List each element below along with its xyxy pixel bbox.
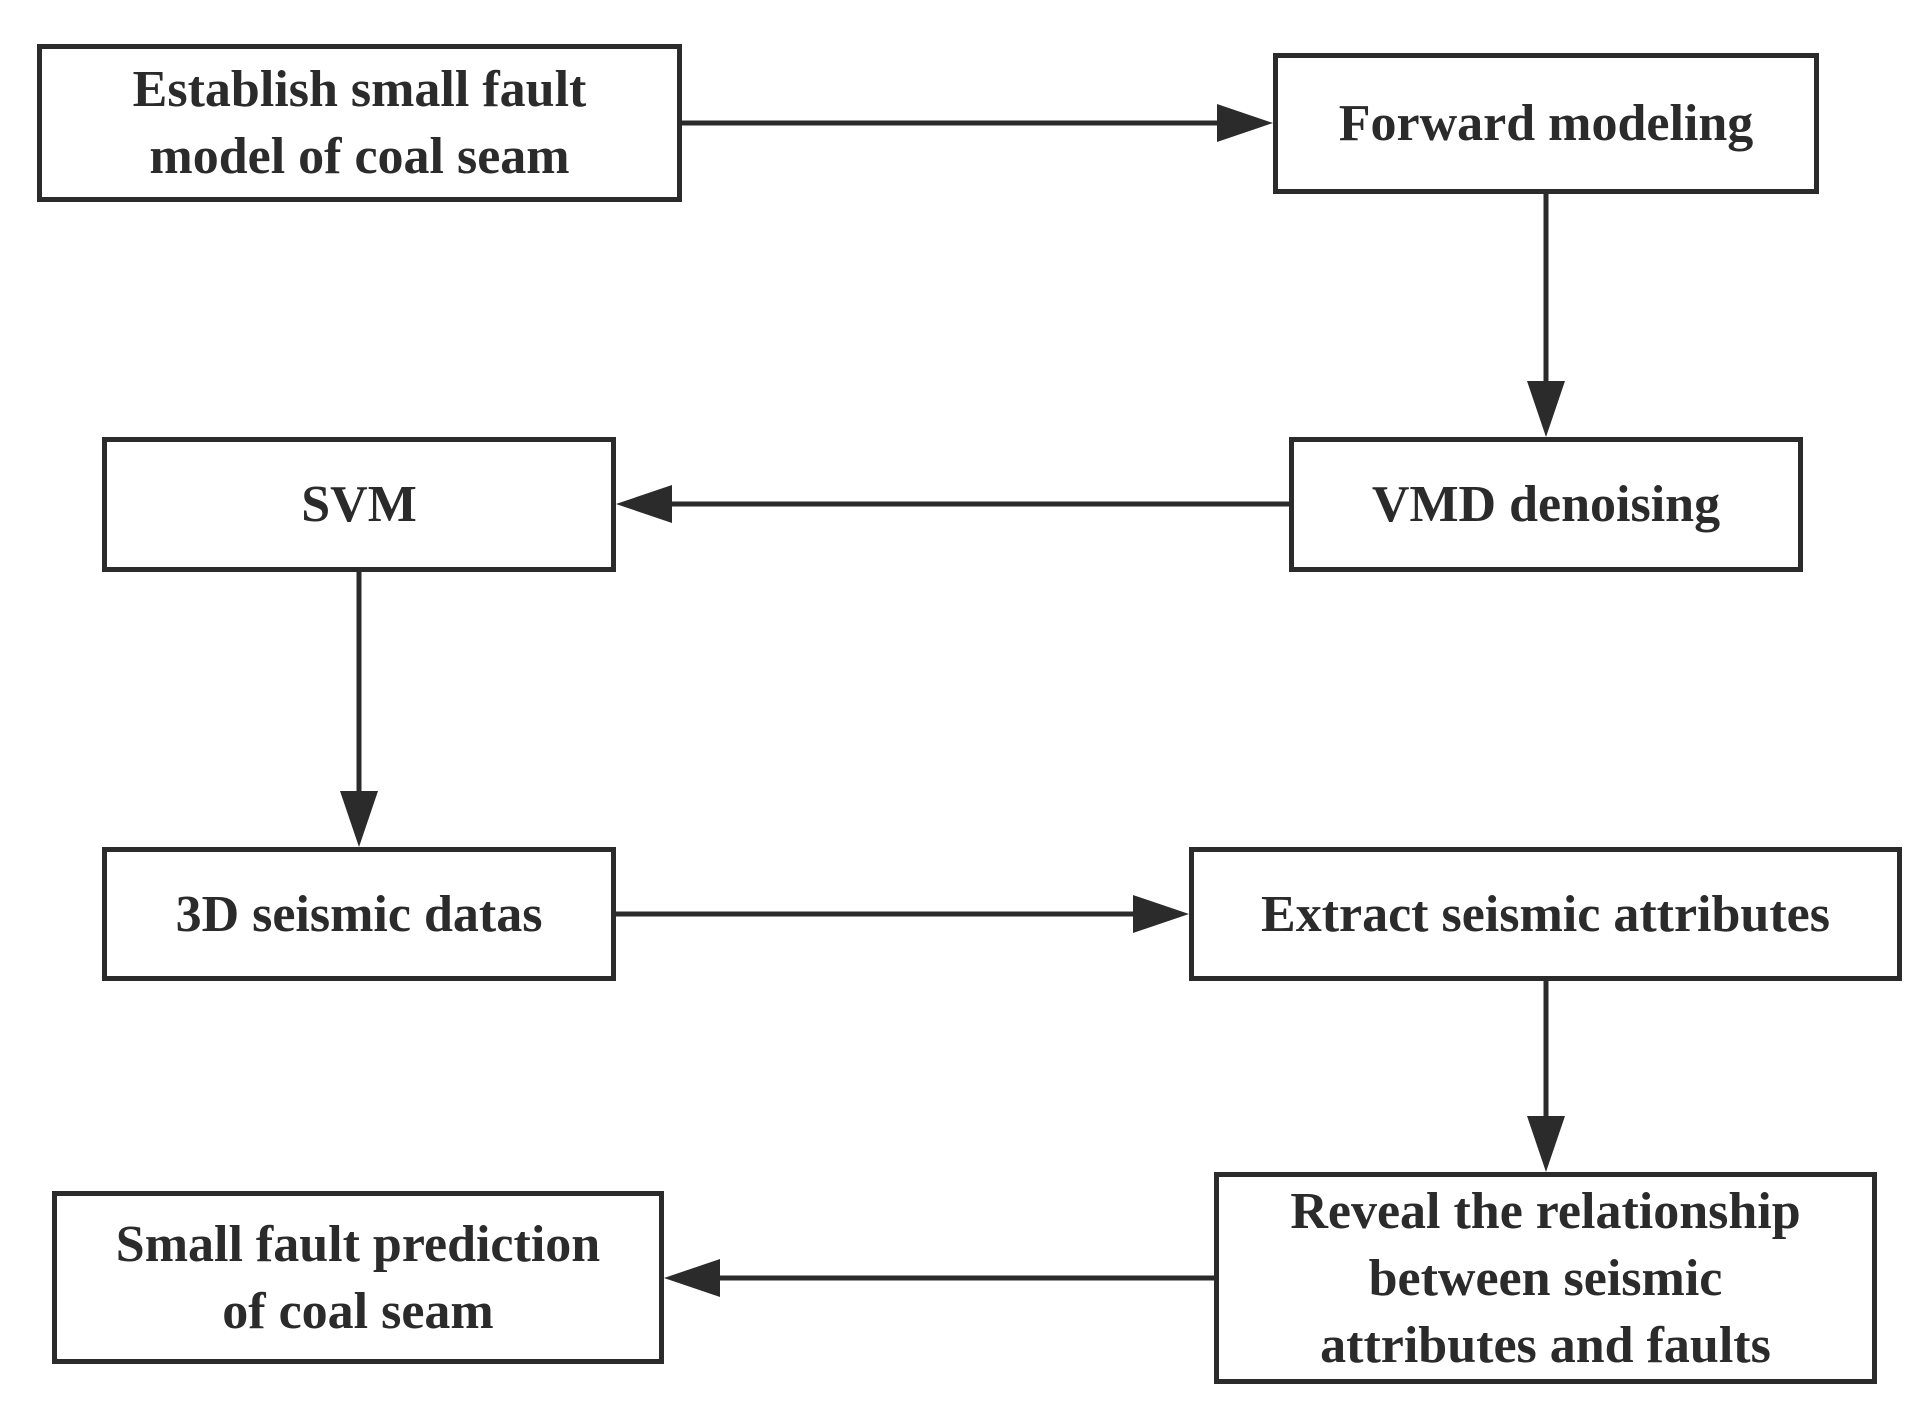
node-extract-attributes-label: Extract seismic attributes <box>1261 885 1830 943</box>
node-vmd-denoising: VMD denoising <box>1289 437 1803 572</box>
arrowhead-svm-to-seismic <box>340 791 378 847</box>
node-reveal-relationship: Reveal the relationship between seismic … <box>1214 1172 1877 1384</box>
arrowhead-establish-to-forward <box>1217 104 1273 142</box>
arrowhead-extract-to-reveal <box>1527 1116 1565 1172</box>
arrowhead-vmd-to-svm <box>616 485 672 523</box>
node-vmd-denoising-label: VMD denoising <box>1371 476 1721 533</box>
node-svm: SVM <box>102 437 616 572</box>
arrowhead-reveal-to-prediction <box>664 1259 720 1297</box>
node-fault-prediction-label: Small fault prediction of coal seam <box>115 1215 601 1340</box>
node-extract-attributes: Extract seismic attributes <box>1189 847 1902 981</box>
node-forward-modeling: Forward modeling <box>1273 53 1819 194</box>
node-svm-label: SVM <box>301 476 417 533</box>
arrowhead-forward-to-vmd <box>1527 381 1565 437</box>
node-reveal-relationship-label: Reveal the relationship between seismic … <box>1290 1182 1801 1374</box>
node-establish-model-label: Establish small fault model of coal seam <box>132 61 587 185</box>
node-seismic-datas: 3D seismic datas <box>102 847 616 981</box>
node-seismic-datas-label: 3D seismic datas <box>175 885 543 943</box>
node-forward-modeling-label: Forward modeling <box>1338 95 1754 152</box>
arrowhead-seismic-to-extract <box>1133 895 1189 933</box>
node-fault-prediction: Small fault prediction of coal seam <box>52 1191 664 1364</box>
node-establish-model: Establish small fault model of coal seam <box>37 44 682 202</box>
